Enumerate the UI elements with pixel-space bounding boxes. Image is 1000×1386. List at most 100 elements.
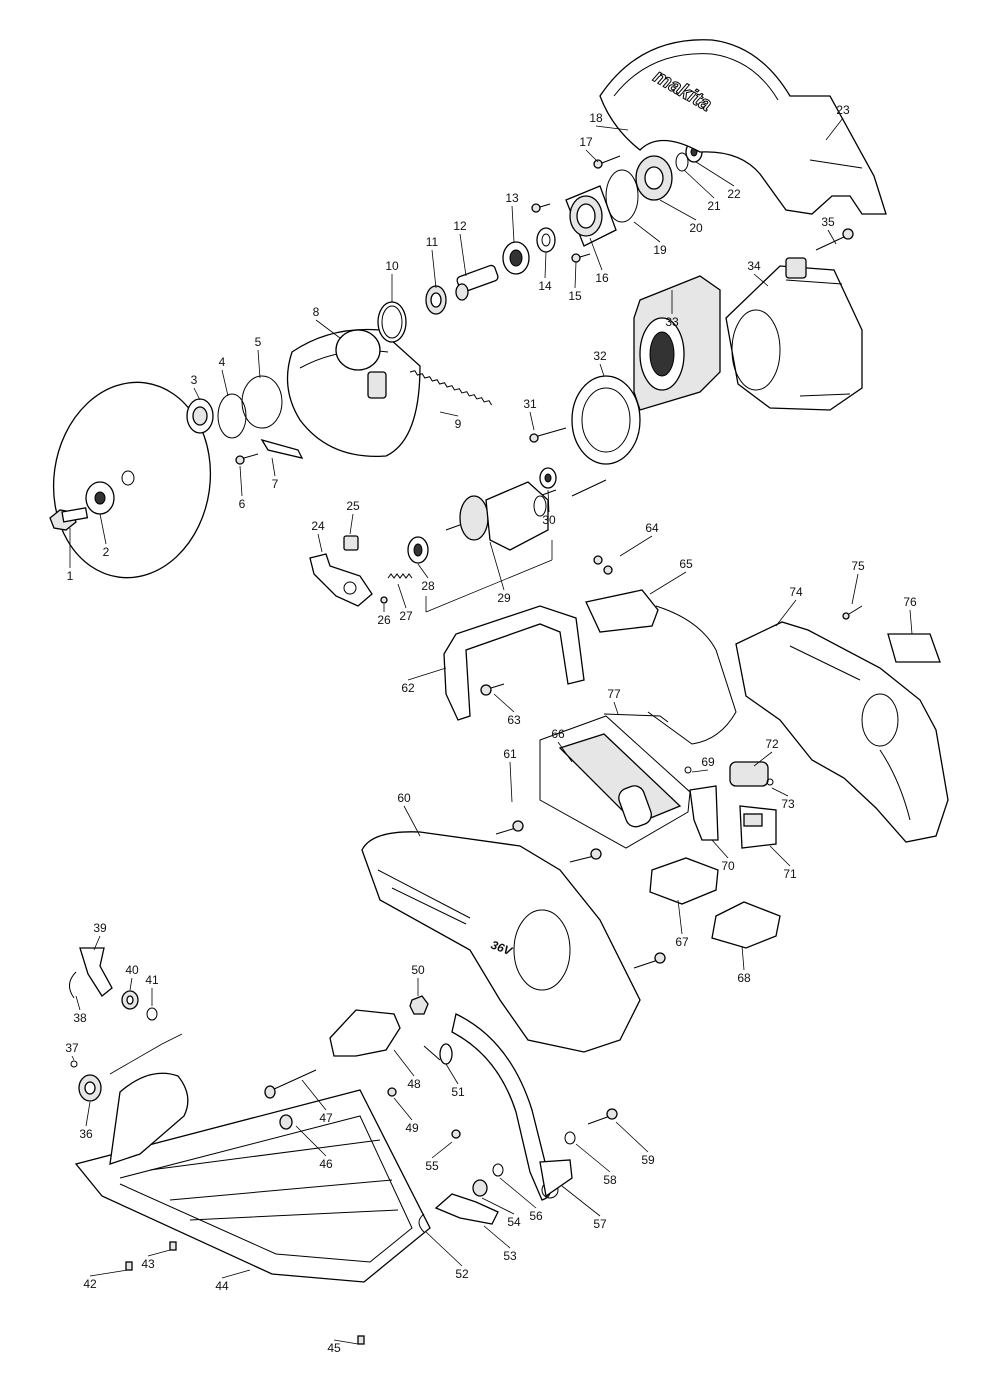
part-number-label: 11 [426,235,439,249]
part-number-label: 2 [103,545,110,559]
leader-line-60 [403,805,421,837]
part-number-label: 70 [721,859,735,873]
part-number-label: 62 [401,681,415,695]
screw-17 [593,155,621,169]
screw-26 [380,596,388,604]
fan-baffle [571,375,641,497]
leader-line-16 [589,237,603,271]
part-number-label: 10 [385,259,399,273]
set-screw-43 [169,1241,177,1251]
handle-screw [480,683,505,696]
part-number-label: 29 [497,591,511,605]
part-number-label: 57 [593,1217,607,1231]
pan-head-screw-a [531,203,551,213]
leader-line-46 [295,1125,327,1157]
group-bracket-line [109,1043,163,1075]
part-number-label: 4 [219,355,226,369]
leader-line-11 [431,249,437,289]
screw-46 [279,1114,293,1130]
handle-housing-set [735,621,949,843]
leader-line-8 [315,319,341,339]
housing-screw-b [569,848,602,863]
leader-line-23 [825,117,844,141]
bearing-retainer [536,227,556,253]
retaining-ring-52 [418,1213,425,1233]
bearing-30 [539,467,557,489]
part-number-label: 72 [765,737,779,751]
leader-line-34 [753,273,769,287]
leader-line-67 [677,899,683,935]
switch-trigger [729,761,769,787]
retaining-ring-2 [377,301,407,343]
leader-line-52 [425,1231,463,1267]
collar [425,285,447,315]
part-number-label: 64 [645,521,659,535]
leader-line-74 [775,599,797,627]
leader-line-20 [659,199,697,221]
part-number-label: 44 [215,1279,229,1293]
leader-line-15 [574,261,577,289]
housing-screw-61 [495,820,524,835]
part-number-label: 38 [73,1011,87,1025]
part-number-label: 52 [455,1267,469,1281]
set-screw-45 [357,1335,365,1345]
large-o-ring [605,169,639,223]
leader-line-43 [147,1249,171,1257]
leader-line-28 [417,563,429,579]
leader-line-44 [221,1269,251,1279]
part-number-label: 3 [191,373,198,387]
part-number-label: 7 [272,477,279,491]
led-wire-assembly [585,589,737,745]
leader-line-56 [499,1177,537,1209]
part-number-label: 13 [505,191,519,205]
part-number-label: 41 [145,973,159,987]
retaining-ring-3 [675,152,689,172]
group-bracket-line [161,1033,183,1045]
bracket-48 [329,1009,401,1057]
part-number-label: 76 [903,595,917,609]
leader-line-12 [459,233,467,277]
part-number-label: 31 [523,397,537,411]
part-number-label: 8 [313,305,320,319]
flat-washer-41 [146,1007,158,1021]
part-number-label: 37 [65,1041,79,1055]
part-number-label: 24 [311,519,325,533]
part-number-label: 58 [603,1173,617,1187]
leader-line-77 [613,701,619,715]
part-number-label: 40 [125,963,139,977]
part-number-label: 47 [319,1111,333,1125]
nut-50 [409,995,429,1015]
part-number-label: 45 [327,1341,341,1355]
knob-36 [78,1074,102,1102]
o-ring [241,375,283,429]
part-number-label: 63 [507,713,521,727]
leader-line-21 [683,169,715,199]
part-number-label: 75 [851,559,865,573]
part-number-label: 54 [507,1215,521,1229]
part-number-label: 22 [727,187,741,201]
leader-line-24 [317,533,323,553]
part-number-label: 74 [789,585,803,599]
blade-bolt [49,507,89,531]
terminal-68 [711,901,781,949]
part-number-label: 43 [141,1257,155,1271]
housing-screw [815,228,854,251]
part-number-label: 50 [411,963,425,977]
leader-line-25 [349,513,354,535]
leader-line-45 [333,1339,359,1345]
part-number-label: 9 [455,417,462,431]
inner-flange [186,398,214,434]
part-number-label: 28 [421,579,435,593]
compression-spring [387,573,413,579]
part-number-label: 23 [836,103,850,117]
leader-line-59 [615,1121,649,1153]
leader-line-47 [301,1079,327,1111]
outer-flange [85,481,115,515]
handle-housing: 36V [361,831,641,1053]
leader-line-40 [129,977,133,991]
leader-line-27 [397,583,407,609]
terminal-67 [649,857,719,905]
group-bracket-line [425,559,553,613]
spring-73 [766,778,774,786]
